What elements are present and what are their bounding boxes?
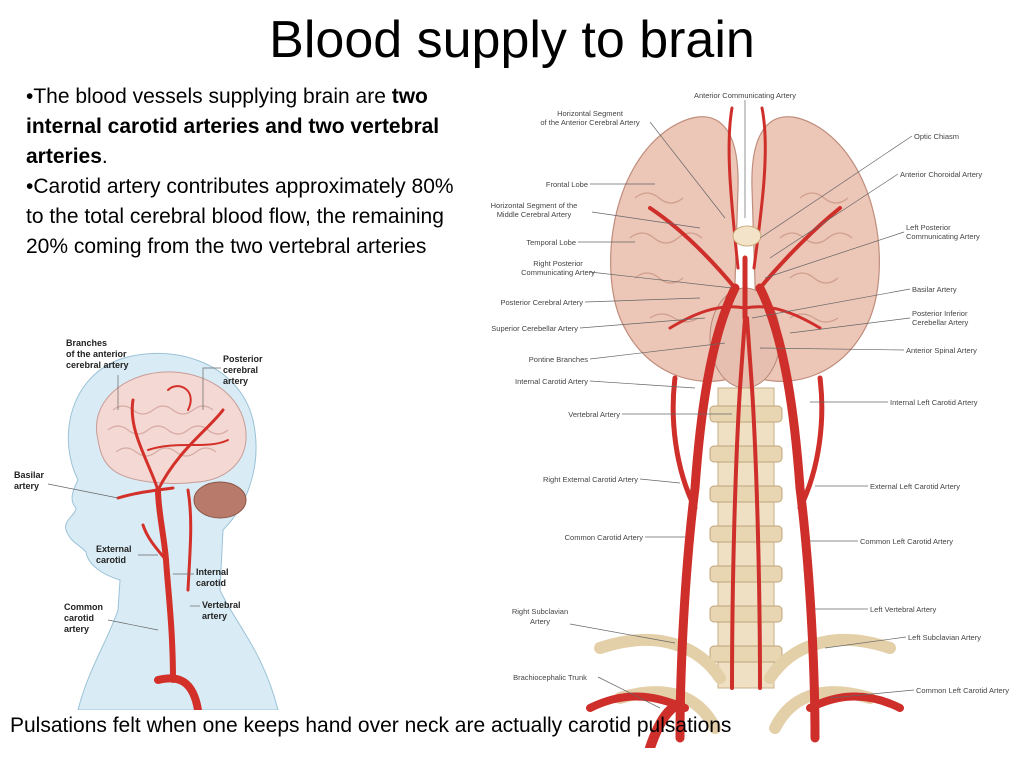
label-right-external-carotid: Right External Carotid Artery — [543, 475, 638, 484]
label-superior-cerebellar: Superior Cerebellar Artery — [491, 324, 578, 333]
label-frontal-lobe: Frontal Lobe — [546, 180, 588, 189]
label-common-left-carotid: Common Left Carotid Artery — [860, 537, 953, 546]
label-internal-left-carotid: Internal Left Carotid Artery — [890, 398, 978, 407]
label-common-carotid-3: artery — [64, 624, 89, 634]
label-right-subclavian: Right Subclavian — [512, 607, 568, 616]
label-brachiocephalic: Brachiocephalic Trunk — [513, 673, 587, 682]
label-external-carotid-2: carotid — [96, 555, 126, 565]
label-external-carotid: External — [96, 544, 132, 554]
label-horizontal-aca: Horizontal Segment — [557, 109, 624, 118]
optic-chiasm — [732, 225, 762, 247]
label-left-posterior-comm: Left Posterior — [906, 223, 951, 232]
label-common-carotid-2: carotid — [64, 613, 94, 623]
label-anterior-branches-2: of the anterior — [66, 349, 127, 359]
label-internal-carotid-2: carotid — [196, 578, 226, 588]
label-vertebral-2: artery — [202, 611, 227, 621]
right-figure-labels: Anterior Communicating Artery Horizontal… — [491, 91, 1010, 695]
label-internal-carotid: Internal Carotid Artery — [515, 377, 588, 386]
label-temporal-lobe: Temporal Lobe — [526, 238, 576, 247]
label-right-subclavian-2: Artery — [530, 617, 550, 626]
label-optic-chiasm: Optic Chiasm — [914, 132, 959, 141]
right-leader-lines — [569, 100, 915, 709]
cervical-spine — [709, 387, 783, 689]
label-anterior-branches: Branches — [66, 338, 107, 348]
label-vertebral: Vertebral Artery — [568, 410, 620, 419]
label-right-posterior-comm: Right Posterior — [533, 259, 583, 268]
label-left-posterior-comm-2: Communicating Artery — [906, 232, 980, 241]
label-posterior-inferior-cerebellar: Posterior Inferior — [912, 309, 968, 318]
label-horizontal-aca-2: of the Anterior Cerebral Artery — [540, 118, 639, 127]
label-pontine-branches: Pontine Branches — [529, 355, 588, 364]
label-left-subclavian: Left Subclavian Artery — [908, 633, 981, 642]
label-common-carotid: Common Carotid Artery — [565, 533, 644, 542]
bullet-2: •Carotid artery contributes approximatel… — [26, 175, 454, 258]
bullet-1-suffix: . — [101, 145, 108, 168]
label-anterior-branches-3: cerebral artery — [66, 360, 129, 370]
label-common-carotid: Common — [64, 602, 103, 612]
label-horizontal-mca-2: Middle Cerebral Artery — [497, 210, 572, 219]
bullet-list: •The blood vessels supplying brain are t… — [26, 82, 476, 262]
brain-gyri-pattern — [629, 192, 853, 323]
label-posterior: Posterior — [223, 354, 263, 364]
head-leader-lines — [47, 367, 221, 631]
slide-title: Blood supply to brain — [269, 11, 755, 69]
label-left-vertebral: Left Vertebral Artery — [870, 605, 937, 614]
brain-right-hemisphere — [751, 116, 880, 382]
label-posterior-inferior-cerebellar-2: Cerebellar Artery — [912, 318, 969, 327]
label-basilar: Basilar Artery — [912, 285, 957, 294]
cerebellum — [193, 481, 247, 519]
label-horizontal-mca: Horizontal Segment of the — [491, 201, 578, 210]
label-posterior-3: artery — [223, 376, 248, 386]
label-external-left-carotid: External Left Carotid Artery — [870, 482, 960, 491]
label-posterior-cerebral: Posterior Cerebral Artery — [500, 298, 583, 307]
bullet-1-prefix: •The blood vessels supplying brain are — [26, 85, 392, 108]
label-right-posterior-comm-2: Communicating Artery — [521, 268, 595, 277]
label-posterior-2: cerebral — [223, 365, 258, 375]
label-anterior-spinal: Anterior Spinal Artery — [906, 346, 977, 355]
label-internal-carotid: Internal — [196, 567, 229, 577]
footer-caption: Pulsations felt when one keeps hand over… — [10, 714, 732, 737]
bullet-1-bold: two internal carotid arteries and two ve… — [26, 85, 440, 168]
label-anterior-choroidal: Anterior Choroidal Artery — [900, 170, 982, 179]
bullet-1: •The blood vessels supplying brain are t… — [26, 82, 476, 172]
label-common-left-carotid-2: Common Left Carotid Artery — [916, 686, 1009, 695]
label-basilar-2: artery — [14, 481, 39, 491]
head-arteries — [116, 385, 229, 710]
label-anterior-communicating: Anterior Communicating Artery — [694, 91, 796, 100]
label-vertebral: Vertebral — [202, 600, 241, 610]
brain-left-hemisphere — [610, 116, 739, 382]
cerebral-arteries-illustration: Anterior Communicating Artery Horizontal… — [491, 91, 1010, 748]
label-basilar: Basilar — [14, 470, 45, 480]
